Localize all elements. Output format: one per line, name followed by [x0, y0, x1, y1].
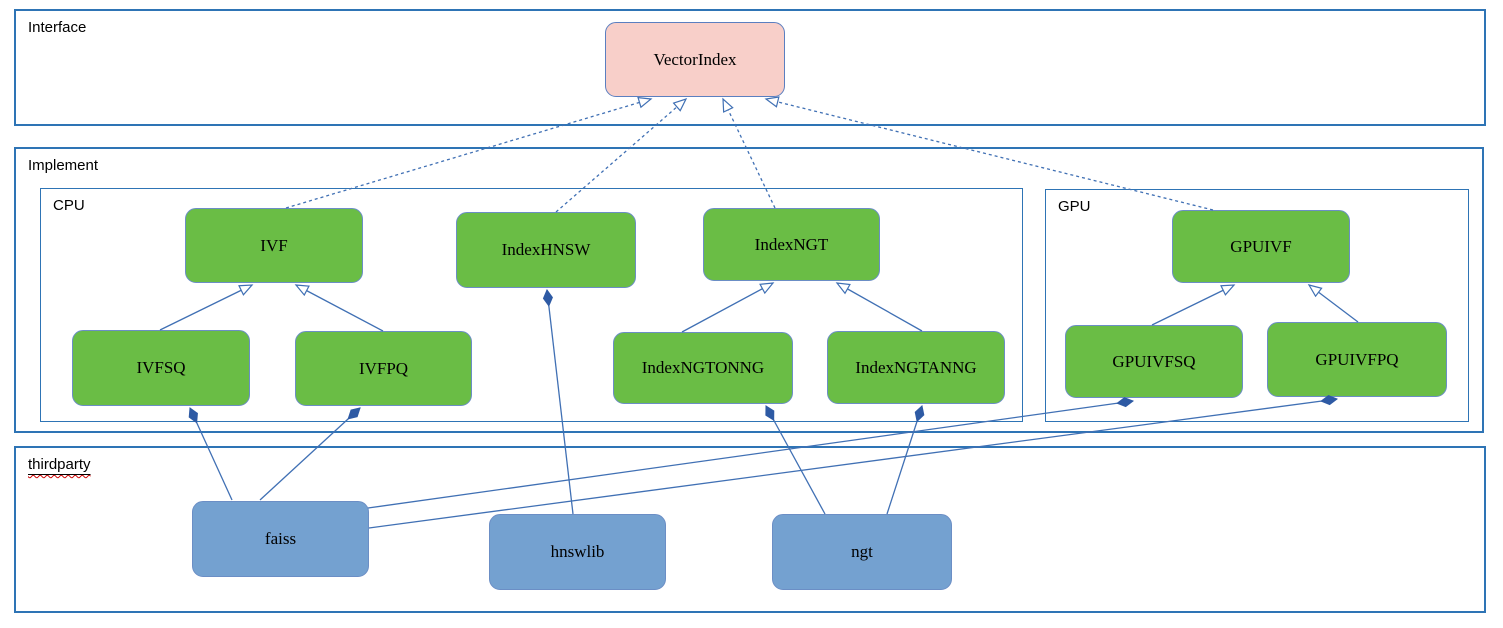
- node-gpuivf-label: GPUIVF: [1230, 236, 1292, 256]
- node-ivf: IVF: [185, 208, 363, 283]
- node-gpuivfpq-label: GPUIVFPQ: [1315, 349, 1399, 369]
- node-ngt: ngt: [772, 514, 952, 590]
- node-ivf-label: IVF: [260, 235, 288, 255]
- node-indexngtonng: IndexNGTONNG: [613, 332, 793, 404]
- container-implement-label: Implement: [28, 157, 99, 174]
- node-indexngtanng-label: IndexNGTANNG: [855, 357, 977, 377]
- container-cpu-label: CPU: [53, 197, 85, 214]
- container-gpu-label: GPU: [1058, 198, 1091, 215]
- node-faiss-label: faiss: [264, 529, 297, 548]
- spellcheck-wavy-underline: thirdparty: [28, 456, 91, 473]
- node-gpuivf: GPUIVF: [1172, 210, 1350, 283]
- node-hnswlib-label: hnswlib: [550, 542, 605, 561]
- node-indexngt: IndexNGT: [703, 208, 880, 281]
- node-gpuivfpq: GPUIVFPQ: [1267, 322, 1447, 397]
- node-ivfpq: IVFPQ: [295, 331, 472, 406]
- node-faiss: faiss: [192, 501, 369, 577]
- node-hnswlib: hnswlib: [489, 514, 666, 590]
- node-ivfsq: IVFSQ: [72, 330, 250, 406]
- node-indexngt-label: IndexNGT: [754, 234, 829, 254]
- node-indexhnsw: IndexHNSW: [456, 212, 636, 288]
- node-gpuivfsq-label: GPUIVFSQ: [1112, 351, 1196, 371]
- node-indexngtanng: IndexNGTANNG: [827, 331, 1005, 404]
- container-thirdparty-label: thirdparty: [28, 456, 91, 473]
- node-vectorindex-label: VectorIndex: [653, 49, 737, 69]
- node-indexhnsw-label: IndexHNSW: [501, 240, 591, 259]
- node-ivfpq-label: IVFPQ: [358, 358, 409, 378]
- node-gpuivfsq: GPUIVFSQ: [1065, 325, 1243, 398]
- node-vectorindex: VectorIndex: [605, 22, 785, 97]
- node-ngt-label: ngt: [851, 542, 873, 561]
- node-ivfsq-label: IVFSQ: [136, 358, 186, 377]
- container-interface-label: Interface: [28, 19, 87, 36]
- node-indexngtonng-label: IndexNGTONNG: [641, 358, 765, 377]
